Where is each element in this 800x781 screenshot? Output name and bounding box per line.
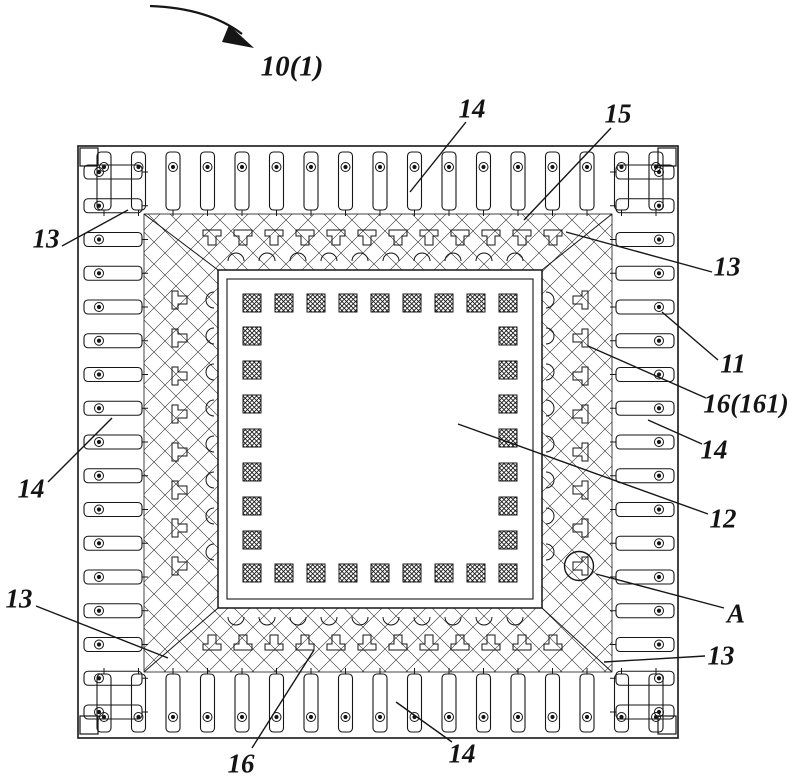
inner-lead-tips — [171, 229, 589, 651]
ref-label-13-left-top: 13 — [32, 223, 60, 254]
ref-label-a: A — [726, 598, 746, 629]
detail-circle-A — [563, 550, 595, 582]
ref-label-16-bottom: 16 — [227, 748, 255, 779]
routing-band — [143, 213, 613, 673]
ref-label-15: 15 — [604, 98, 632, 129]
leads — [83, 151, 675, 733]
outer-frame — [77, 145, 679, 739]
ref-label-11: 11 — [720, 348, 746, 379]
ref-label-13-left-bottom: 13 — [5, 583, 33, 614]
ref-label-13-right-top: 13 — [713, 251, 741, 282]
figure-arrow — [149, 4, 254, 48]
ref-label-16-161: 16(161) — [703, 388, 789, 419]
ref-label-10-1: 10(1) — [260, 50, 324, 83]
die-pad — [205, 252, 555, 626]
bond-pads — [242, 293, 518, 583]
ref-label-14-left: 14 — [17, 473, 45, 504]
leader-lines — [35, 121, 725, 749]
ref-label-14-right: 14 — [700, 434, 728, 465]
ref-label-14-bottom: 14 — [448, 738, 476, 769]
ref-label-14-top: 14 — [458, 93, 486, 124]
ref-label-12: 12 — [709, 503, 737, 534]
ref-label-13-right-bottom: 13 — [707, 640, 735, 671]
